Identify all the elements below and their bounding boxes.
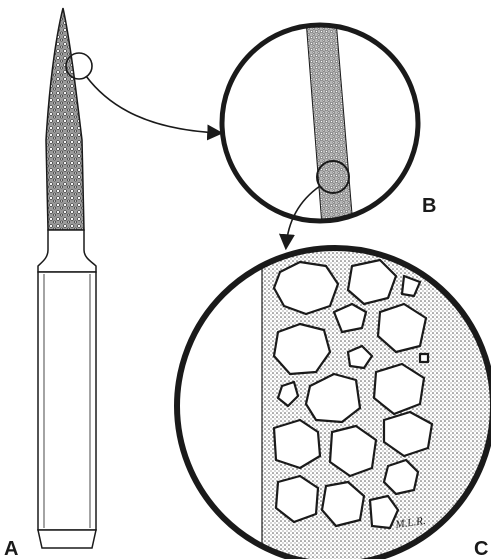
bur-neck [38, 230, 96, 272]
bur-tip [46, 8, 84, 230]
label-c: C [474, 538, 488, 559]
arrow-a-to-b [86, 76, 220, 133]
bur-shank [38, 272, 96, 530]
bur-shank-end [38, 530, 96, 548]
magnified-view-c: M.L.R. [177, 240, 491, 559]
label-a: A [4, 538, 18, 559]
magnified-view-b [222, 20, 418, 226]
bur-a [38, 8, 96, 548]
label-b: B [422, 195, 436, 217]
